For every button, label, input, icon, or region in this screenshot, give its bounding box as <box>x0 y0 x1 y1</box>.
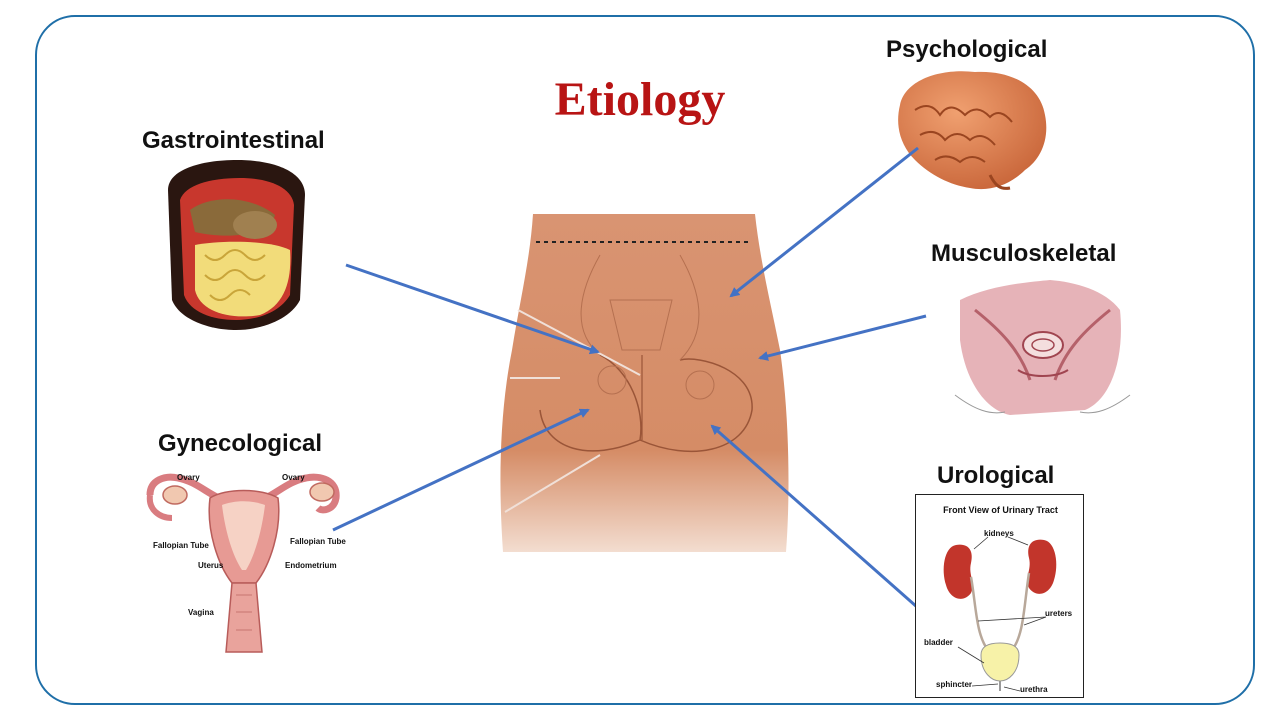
urinary-label-urethra: urethra <box>1020 685 1048 694</box>
urinary-diagram-title: Front View of Urinary Tract <box>943 505 1058 515</box>
pelvis-back-figure <box>500 214 789 552</box>
gastrointestinal-illustration <box>168 160 305 330</box>
pelvic-floor-muscle-illustration <box>954 280 1131 415</box>
gyn-label-fallopian-right: Fallopian Tube <box>290 537 346 546</box>
label-musculoskeletal: Musculoskeletal <box>931 240 1117 267</box>
urinary-label-bladder: bladder <box>924 638 953 647</box>
brain-illustration <box>898 71 1047 190</box>
female-reproductive-illustration <box>146 473 340 653</box>
gyn-label-endometrium: Endometrium <box>285 561 337 570</box>
etiology-arrows <box>332 146 927 609</box>
slide-frame <box>35 15 1255 705</box>
arrow-psychological <box>729 146 919 298</box>
arrow-gynecological <box>332 408 590 532</box>
urinary-label-sphincter: sphincter <box>936 680 973 689</box>
label-psychological: Psychological <box>886 36 1048 63</box>
arrow-urological <box>710 424 918 609</box>
label-gastrointestinal: Gastrointestinal <box>142 127 325 154</box>
arrow-musculoskeletal <box>758 314 927 361</box>
gyn-label-vagina: Vagina <box>188 608 214 617</box>
urinary-label-kidneys: kidneys <box>984 529 1014 538</box>
label-gynecological: Gynecological <box>158 430 323 457</box>
gyn-label-uterus: Uterus <box>198 561 224 570</box>
slide-title: Etiology <box>554 73 726 126</box>
urinary-tract-diagram: Front View of Urinary Tract kidneys uret… <box>915 494 1084 698</box>
urinary-label-ureters: ureters <box>1045 609 1073 618</box>
gyn-label-ovary-left: Ovary <box>177 473 200 482</box>
arrow-gastrointestinal <box>345 263 600 355</box>
label-urological: Urological <box>937 462 1055 489</box>
urinary-tract-drawing <box>943 536 1057 692</box>
gyn-label-ovary-right: Ovary <box>282 473 305 482</box>
gyn-label-fallopian-left: Fallopian Tube <box>153 541 209 550</box>
